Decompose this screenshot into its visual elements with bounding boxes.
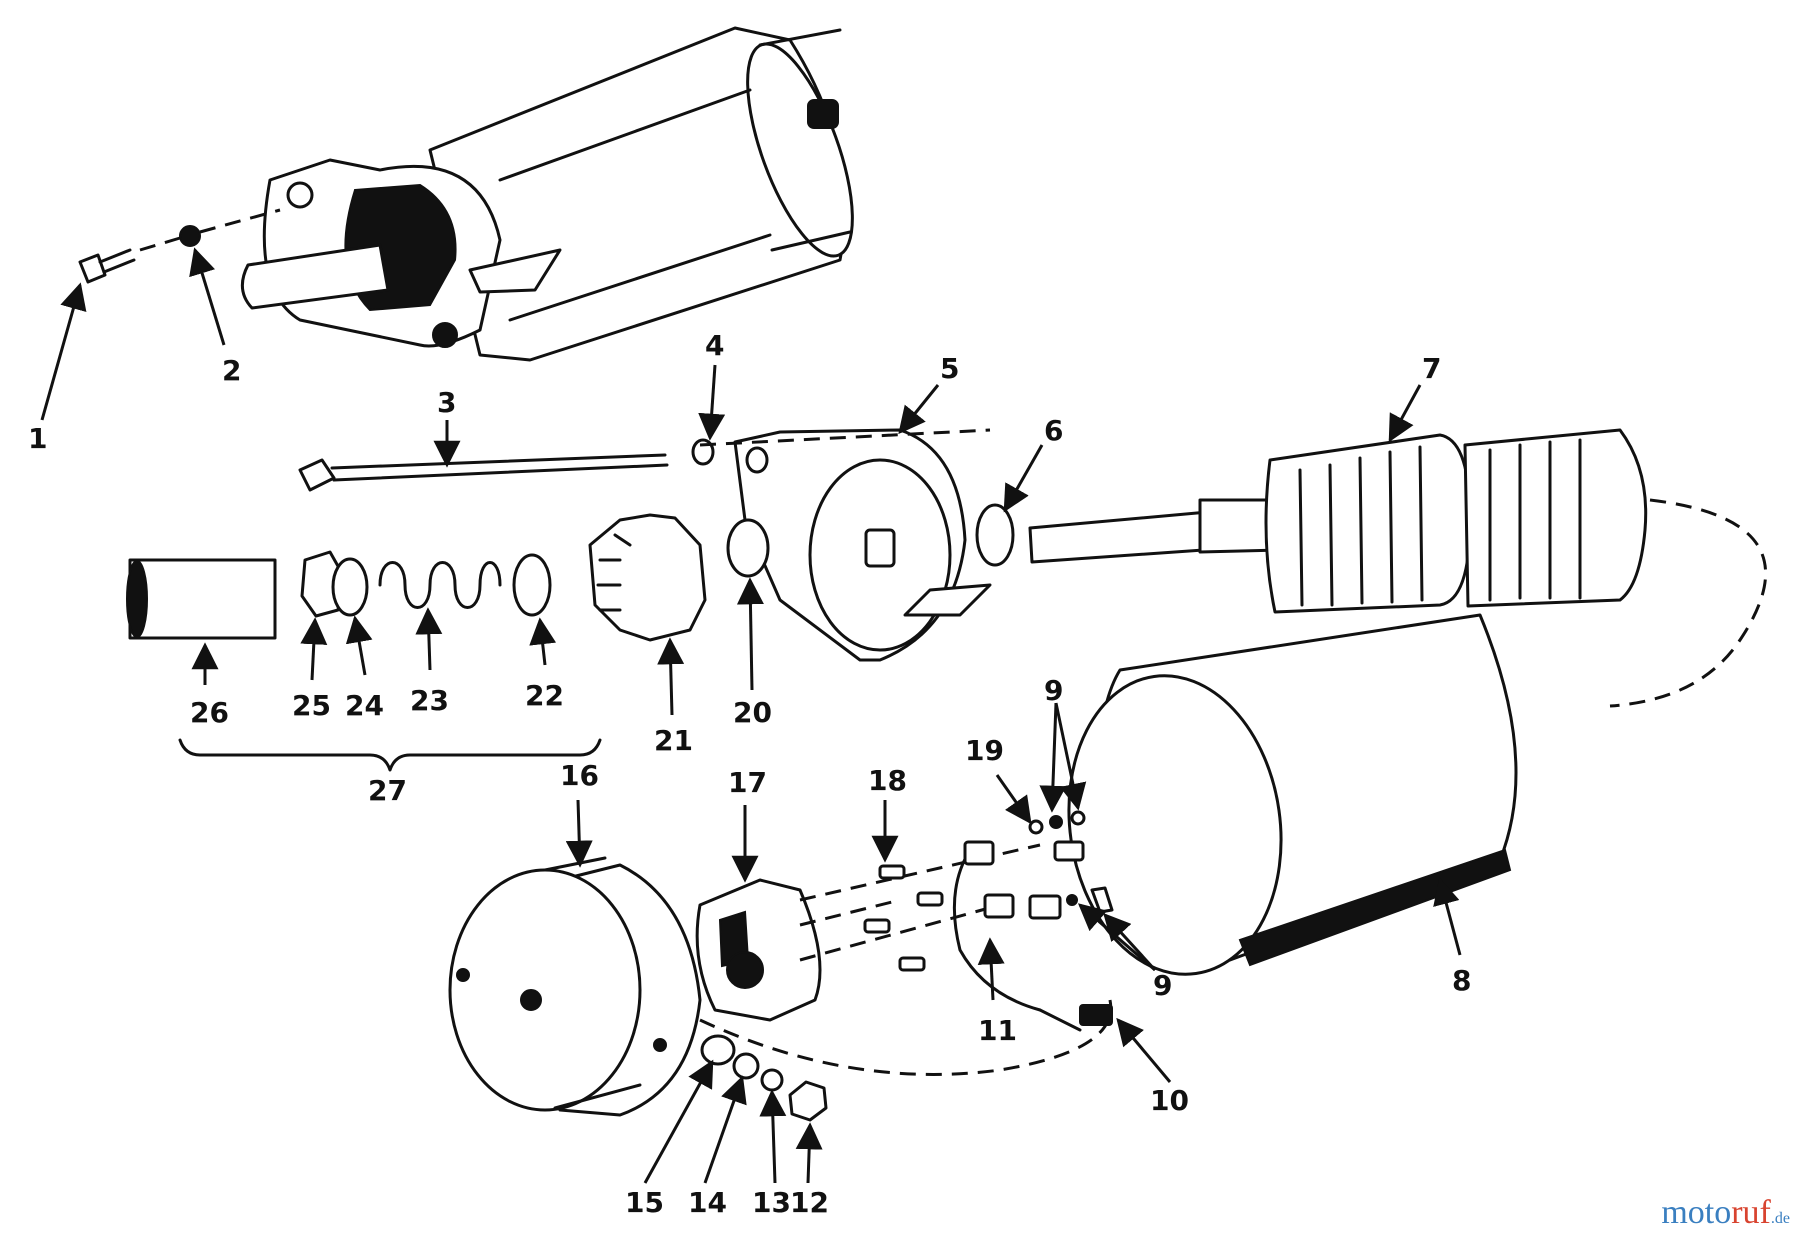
label-12: 12: [790, 1186, 829, 1219]
part-drive-sleeve: [126, 558, 277, 640]
label-5: 5: [940, 352, 959, 385]
part-hex-nut: [300, 550, 345, 618]
part-bolt: [78, 248, 136, 284]
label-18: 18: [868, 764, 907, 797]
label-27: 27: [368, 774, 407, 807]
label-4: 4: [705, 329, 724, 362]
part-drive-end-housing: [733, 428, 992, 662]
part-frame: [1067, 613, 1518, 976]
part-brush: [1079, 1004, 1113, 1026]
label-7: 7: [1422, 352, 1441, 385]
label-3: 3: [437, 386, 456, 419]
label-25: 25: [292, 689, 331, 722]
part-terminal-nut: [1070, 810, 1086, 826]
label-6: 6: [1044, 414, 1063, 447]
label-11: 11: [978, 1014, 1017, 1047]
assembly-27-brace: [178, 738, 602, 772]
label-2: 2: [222, 354, 241, 387]
watermark-suffix: .de: [1770, 1210, 1790, 1227]
part-flat-washer: [732, 1052, 760, 1080]
label-8: 8: [1452, 964, 1471, 997]
part-commutator-end-cap: [448, 856, 702, 1117]
label-16: 16: [560, 759, 599, 792]
label-15: 15: [625, 1186, 664, 1219]
label-26: 26: [190, 696, 229, 729]
label-20: 20: [733, 696, 772, 729]
label-14: 14: [688, 1186, 727, 1219]
part-armature: [1028, 428, 1648, 614]
assembly-line: [799, 843, 1041, 962]
label-9-lower: 9: [1153, 969, 1172, 1002]
part-brush-assembly: [952, 840, 1085, 1032]
part-pinion-gear: [588, 513, 707, 642]
callout-labels: 1 2 3 4 5 6 7 8 9 9 10 11 12 13 14 15 16…: [28, 329, 1471, 1219]
watermark-logo: motoruf.de: [1661, 1194, 1790, 1232]
part-bushing: [726, 518, 770, 578]
part-spring: [378, 561, 502, 609]
label-1: 1: [28, 422, 47, 455]
assembly-line: [699, 999, 1113, 1076]
label-21: 21: [654, 724, 693, 757]
leader-lines: [40, 247, 1462, 1184]
part-thrust-washer: [331, 557, 369, 617]
label-19: 19: [965, 734, 1004, 767]
assembled-starter-motor: [240, 26, 854, 362]
part-brush-springs: [863, 864, 944, 972]
part-insulator: [1028, 819, 1044, 835]
assembly-line: [1609, 498, 1767, 708]
part-washer-9: [1049, 815, 1063, 829]
label-22: 22: [525, 679, 564, 712]
assembly-line: [139, 208, 281, 252]
label-17: 17: [728, 766, 767, 799]
part-ring: [975, 503, 1015, 567]
label-24: 24: [345, 689, 384, 722]
part-collar: [512, 553, 552, 617]
label-23: 23: [410, 684, 449, 717]
assembly-line: [699, 428, 991, 447]
watermark-brand-a: moto: [1661, 1194, 1732, 1231]
part-insulating-washer: [700, 1034, 736, 1066]
watermark-brand-b: ruf: [1731, 1194, 1771, 1231]
label-13: 13: [752, 1186, 791, 1219]
label-9-upper: 9: [1044, 674, 1063, 707]
part-through-bolt: [298, 453, 669, 492]
label-10: 10: [1150, 1084, 1189, 1117]
part-nut: [788, 1080, 828, 1122]
part-brush-holder: [695, 878, 822, 1022]
part-washer-9-lower: [1066, 894, 1078, 906]
part-lock-washer-13: [760, 1068, 784, 1092]
part-washer: [179, 225, 201, 247]
